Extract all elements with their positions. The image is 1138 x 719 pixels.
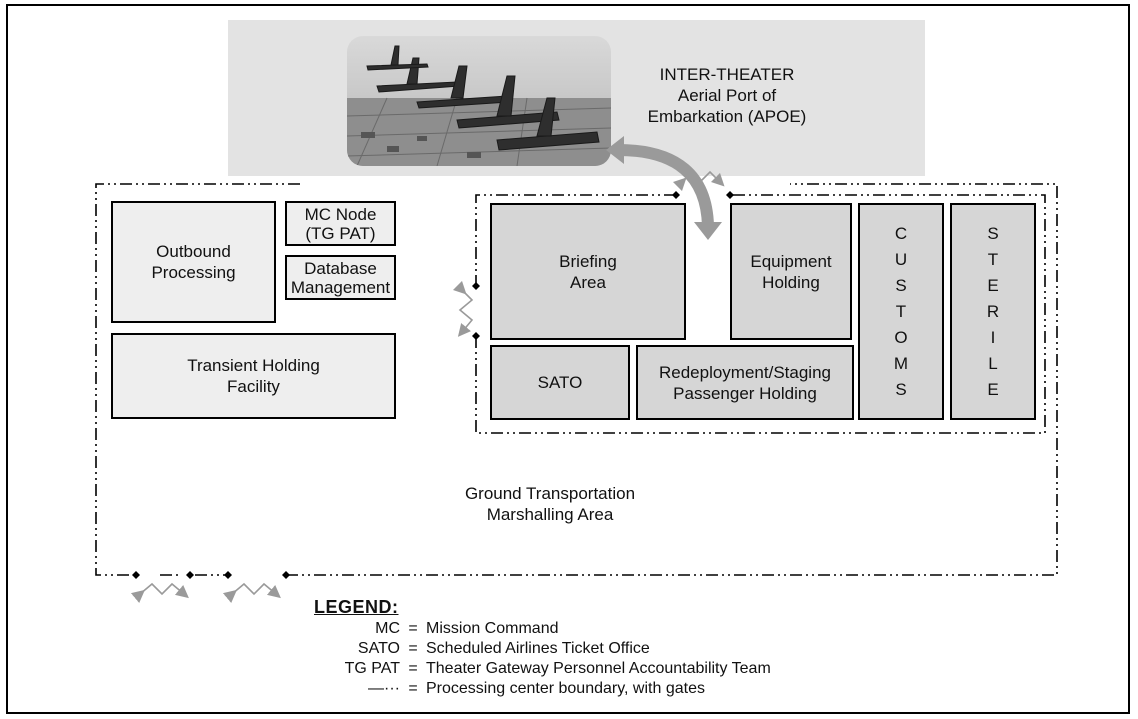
customs-letter: M [893,353,909,373]
ground-line2: Marshalling Area [486,505,614,524]
transient-holding-box: Transient Holding Facility [111,333,396,419]
apoe-title-line1: INTER-THEATER [659,65,795,84]
sterile-letter: R [986,301,1000,321]
sterile-letter: S [987,223,999,243]
ground-line1: Ground Transportation [464,484,636,503]
sterile-letter: E [987,275,999,295]
outbound-processing-box: Outbound Processing [111,201,276,323]
mc-node-line2: (TG PAT) [305,223,376,243]
customs-letter: T [895,301,907,321]
customs-letter: O [894,327,908,347]
sterile-letter: E [987,379,999,399]
legend-abbr: MC [375,620,400,637]
aircraft-photo [347,36,611,166]
legend-title: LEGEND: [314,597,399,617]
transient-line2: Facility [227,377,280,396]
customs-letter: S [895,379,907,399]
ground-transportation-label: Ground Transportation Marshalling Area [430,483,670,525]
equipment-line1: Equipment [750,251,832,271]
legend-text: Mission Command [426,620,559,637]
inner-boundary [475,194,1046,434]
equipment-line2: Holding [762,272,820,292]
briefing-line2: Area [570,272,606,292]
customs-letter: C [894,223,908,243]
customs-box: C U S T O M S [858,203,944,420]
database-management-box: Database Management [285,255,396,300]
apoe-title-line3: Embarkation (APOE) [647,107,807,126]
mc-node-line1: MC Node [304,204,377,224]
sato-label: SATO [537,373,583,392]
apoe-title-line2: Aerial Port of [677,86,777,105]
customs-letter: S [895,275,907,295]
mc-node-box: MC Node (TG PAT) [285,201,396,246]
legend: LEGEND: MC = Mission Command SATO = Sche… [296,597,771,699]
sato-box: SATO [490,345,630,420]
legend-equals: = [408,640,418,657]
legend-text: Scheduled Airlines Ticket Office [426,640,650,657]
database-line2: Management [290,277,391,297]
outbound-line1: Outbound [156,242,231,261]
legend-row: SATO = Scheduled Airlines Ticket Office [296,639,771,659]
equipment-holding-box: Equipment Holding [730,203,852,340]
legend-text: Theater Gateway Personnel Accountability… [426,660,771,677]
outer-boundary [95,183,1058,576]
sterile-letter: T [987,249,999,269]
legend-row: MC = Mission Command [296,619,771,639]
legend-equals: = [408,680,418,697]
legend-row: TG PAT = Theater Gateway Personnel Accou… [296,659,771,679]
legend-abbr: TG PAT [344,660,400,677]
legend-equals: = [408,620,418,637]
sterile-box: S T E R I L E [950,203,1036,420]
apoe-title: INTER-THEATER Aerial Port of Embarkation… [632,64,822,127]
sterile-letter: I [990,327,996,347]
customs-letter: U [894,249,908,269]
briefing-line1: Briefing [559,251,617,271]
transient-line1: Transient Holding [187,356,320,375]
legend-boundary-symbol: —··· [368,680,400,697]
gate-markers [132,191,734,579]
legend-row: —··· = Processing center boundary, with … [296,679,771,699]
database-line1: Database [304,258,377,278]
apoe-flow-arrow [606,136,722,240]
outbound-line2: Processing [151,263,236,282]
briefing-area-box: Briefing Area [490,203,686,340]
redeployment-line1: Redeployment/Staging [658,362,831,382]
legend-abbr: SATO [357,640,400,657]
sterile-letter: L [988,353,998,373]
redeployment-line2: Passenger Holding [673,383,817,403]
legend-text: Processing center boundary, with gates [426,680,705,697]
diagram-frame [6,4,1130,714]
legend-equals: = [408,660,418,677]
redeployment-box: Redeployment/Staging Passenger Holding [636,345,854,420]
